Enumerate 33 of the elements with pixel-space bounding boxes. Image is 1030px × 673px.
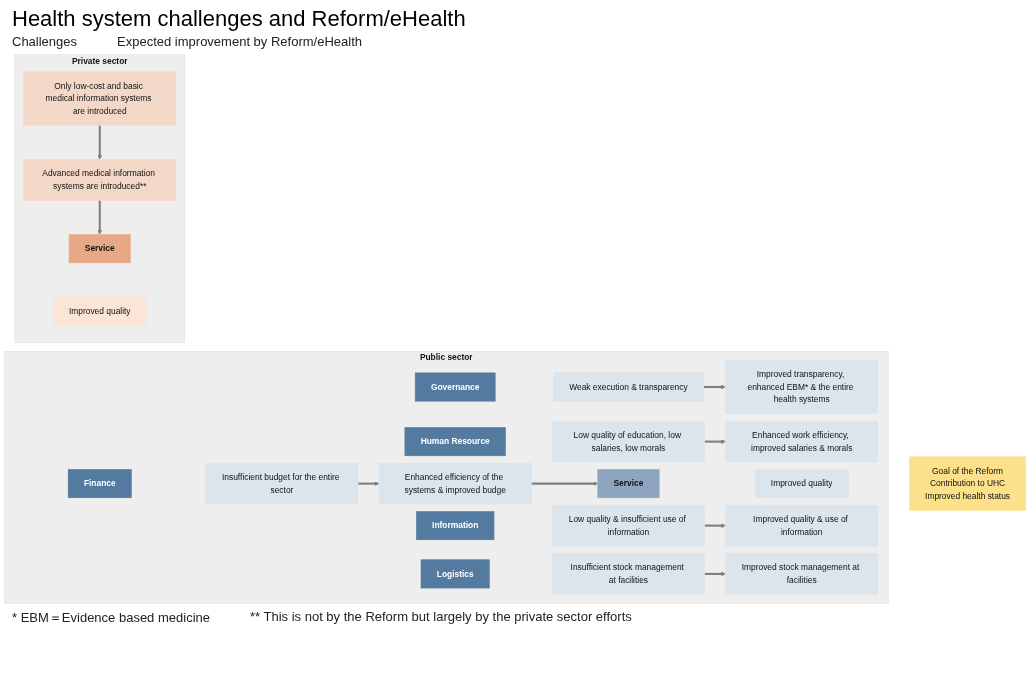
node-box: Low quality of education, low salaries, low morals [552,420,705,463]
node-box: Only low-cost and basic medical information systems are introduced [23,71,177,126]
arrow [358,481,380,486]
column-heading: Expected improvement by Reform/eHealth [117,34,362,49]
column-heading: Challenges [12,34,78,49]
arrow [704,439,726,444]
footnote: ** This is not by the Reform but largely by the private sector efforts [250,609,632,626]
node-box: Enhanced work efficiency, improved salaries & morals [725,420,879,463]
node-box: Improved quality & use of information [725,504,879,547]
node-box: Human Resource [404,427,506,457]
node-box: Goal of the Reform Contribution to UHC Improved health status [909,456,1027,511]
node-box: Logistics [420,559,490,589]
arrow [97,200,103,235]
node-box: Advanced medical information systems are introduced** [23,159,177,201]
arrow [704,523,726,528]
node-box: Enhanced efficiency of the systems & improved budge [378,462,532,505]
arrow [97,125,103,160]
node-box: Improved stock management at facilities [725,553,879,595]
arrow [704,571,726,577]
node-box: Service [68,234,131,264]
diagram-title: Health system challenges and Reform/eHealth [12,6,467,32]
node-box: Information [416,511,495,541]
node-box: Low quality & insufficient use of information [552,504,705,547]
node-box: Insufficient budget for the entire sector [205,462,359,505]
node-box: Service [597,469,660,499]
footnote: * EBM＝Evidence based medicine [12,609,210,627]
node-box: Finance [67,469,132,499]
node-box: Insufficient stock management at facilities [552,553,705,595]
arrow [703,384,726,390]
node-box: Governance [414,372,496,402]
node-box: Weak execution & transparency [553,372,704,402]
arrow [531,481,598,486]
node-box: Improved transparency, enhanced EBM* & the entire health systems [725,359,879,415]
